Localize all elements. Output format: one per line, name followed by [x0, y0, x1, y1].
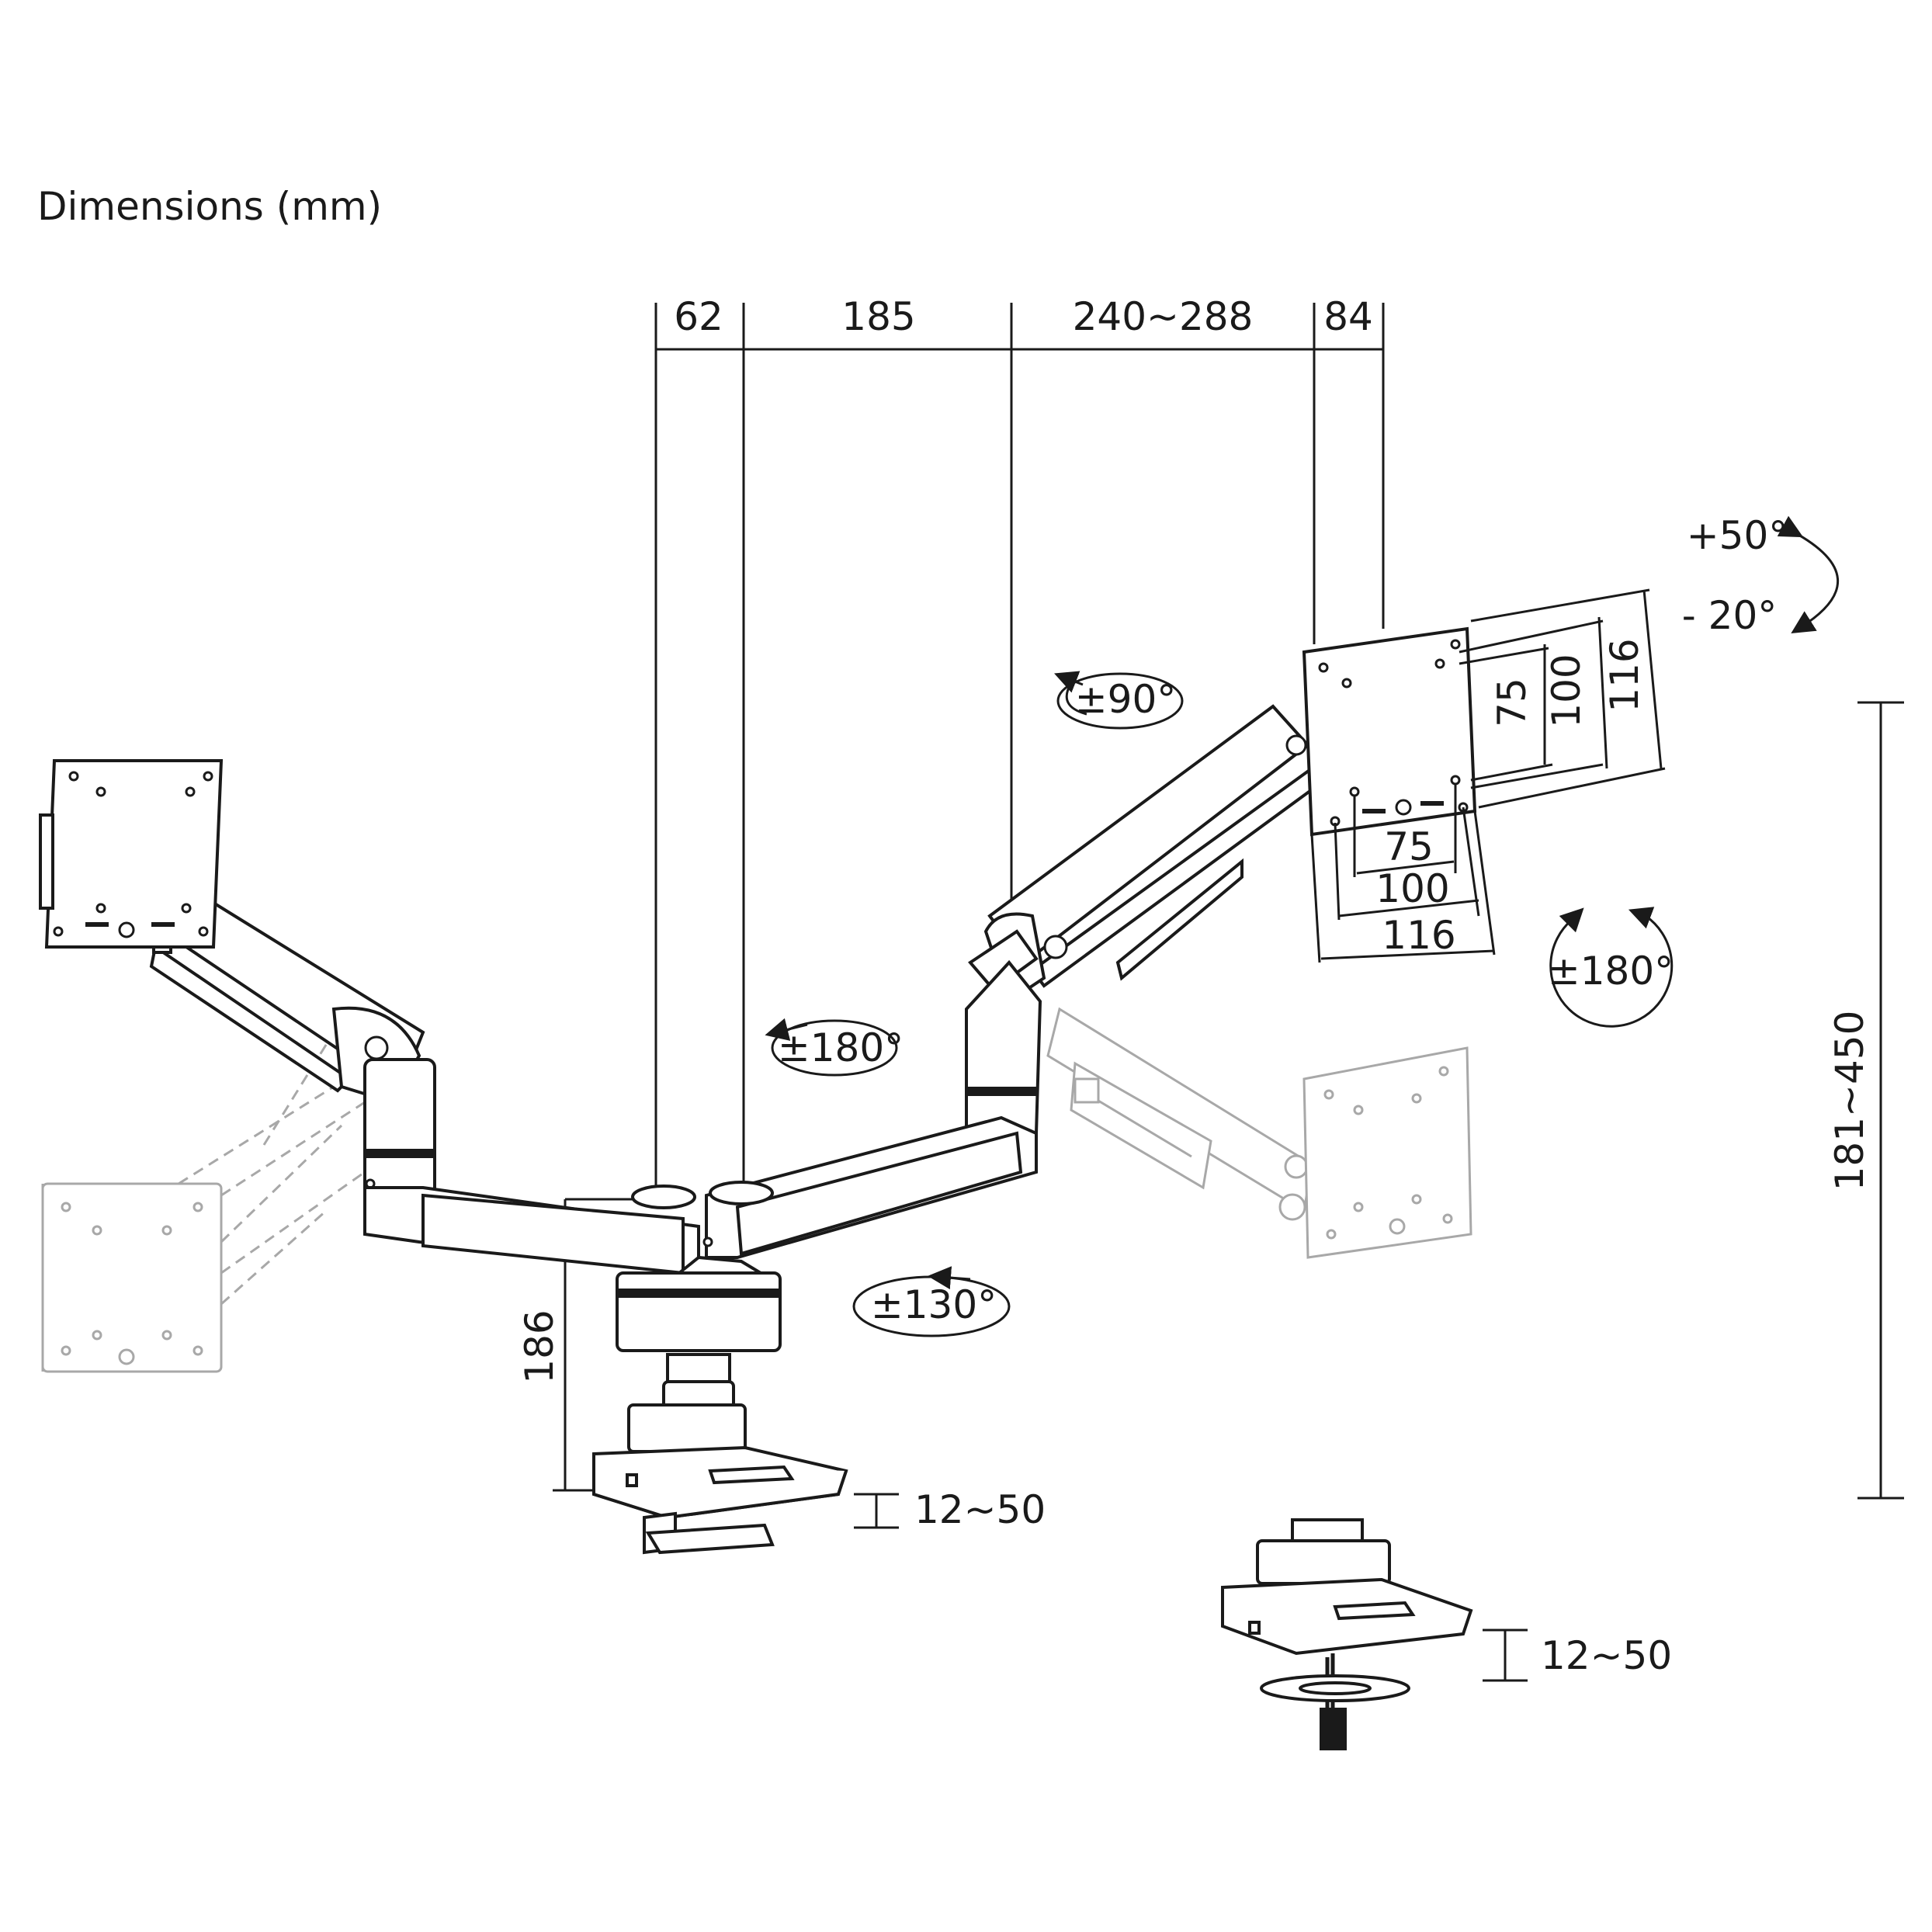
base-height-label: 186	[517, 1309, 562, 1383]
ghost-left-monitor-position	[41, 1032, 366, 1373]
clamp-thickness-label: 12~50	[914, 1487, 1046, 1532]
height-range-dimension	[1857, 701, 1904, 1500]
vesa-horizontal-dimensions	[1310, 784, 1496, 963]
pole	[627, 1353, 747, 1453]
vesa-vertical-116-label: 116	[1602, 638, 1647, 712]
left-elbow-joint	[363, 1058, 436, 1228]
swivel-head-ellipse	[1054, 671, 1184, 730]
top-dimension-lines	[654, 303, 1385, 1199]
upper-arm-rotation-ellipse	[765, 1018, 898, 1077]
vesa-horizontal-75-label: 75	[1384, 824, 1434, 869]
upper-arm-rotation-label: ±180°	[778, 1025, 904, 1070]
grommet-thickness-label: 12~50	[1541, 1633, 1672, 1678]
ghost-right-arm-position	[1046, 1007, 1313, 1221]
right-elbow-joint	[965, 959, 1042, 1135]
page-title: Dimensions (mm)	[37, 184, 382, 229]
ghost-right-monitor-position	[1302, 1046, 1472, 1259]
rotate-screen-circle	[1549, 907, 1674, 1028]
vesa-horizontal-116-label: 116	[1382, 913, 1455, 958]
dim-84-label: 84	[1323, 294, 1373, 339]
right-upper-arm	[968, 704, 1322, 1004]
vesa-vertical-dimensions	[1459, 588, 1666, 809]
right-monitor-plate	[1302, 626, 1477, 837]
grommet-thickness-dimension	[1483, 1628, 1528, 1682]
clamp-thickness-dimension	[854, 1493, 899, 1529]
tilt-up-label: +50°	[1687, 513, 1788, 558]
tilt-down-label: - 20°	[1682, 593, 1778, 638]
swivel-head-label: ±90°	[1075, 677, 1177, 722]
desk-clamp	[592, 1445, 848, 1555]
lower-arm-rotation-label: ±130°	[871, 1282, 997, 1327]
vesa-vertical-75-label: 75	[1490, 678, 1535, 727]
vesa-horizontal-100-label: 100	[1375, 866, 1449, 911]
grommet-mount	[1221, 1518, 1473, 1750]
left-lower-arm	[363, 1186, 700, 1275]
center-hub	[616, 1181, 782, 1352]
left-monitor-plate	[39, 759, 224, 949]
rotate-screen-label: ±180°	[1548, 949, 1674, 994]
lower-arm-rotation-ellipse	[852, 1266, 1011, 1337]
dim-62-label: 62	[674, 294, 723, 339]
dim-240-288-label: 240~288	[1073, 294, 1254, 339]
dim-185-label: 185	[841, 294, 915, 339]
height-range-label: 181~450	[1827, 1011, 1872, 1191]
tilt-arrow	[1777, 515, 1840, 634]
vesa-vertical-100-label: 100	[1544, 654, 1589, 727]
